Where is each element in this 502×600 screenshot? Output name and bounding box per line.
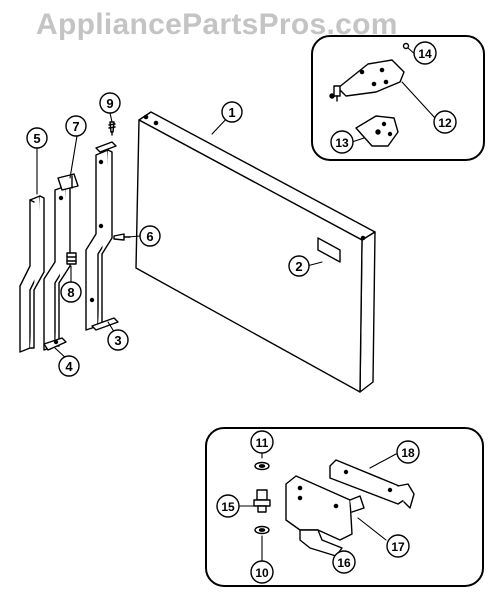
hinge-strip-3 xyxy=(85,141,119,331)
door-panel xyxy=(135,111,376,393)
svg-text:12: 12 xyxy=(438,116,452,130)
clip-8 xyxy=(66,252,77,265)
callout-13: 13 xyxy=(330,130,354,154)
callout-7: 7 xyxy=(65,115,87,137)
callout-1: 1 xyxy=(221,101,243,123)
svg-text:17: 17 xyxy=(391,540,405,554)
callout-15: 15 xyxy=(216,494,240,518)
screw-9 xyxy=(108,121,116,136)
svg-text:2: 2 xyxy=(295,259,302,274)
svg-text:3: 3 xyxy=(114,333,121,348)
svg-text:7: 7 xyxy=(72,119,79,134)
svg-text:1: 1 xyxy=(228,105,235,120)
label-plate xyxy=(317,237,341,263)
inset-bottom-hinge xyxy=(205,427,484,587)
callout-4: 4 xyxy=(58,355,80,377)
svg-text:8: 8 xyxy=(67,285,74,300)
callout-17: 17 xyxy=(386,534,410,558)
svg-text:6: 6 xyxy=(146,229,153,244)
svg-text:11: 11 xyxy=(256,436,269,450)
svg-text:15: 15 xyxy=(221,500,235,514)
hinge-strip-4 xyxy=(43,173,79,351)
callout-18: 18 xyxy=(396,440,420,464)
callout-3: 3 xyxy=(107,329,129,351)
callout-14: 14 xyxy=(413,41,437,65)
callout-10: 10 xyxy=(250,560,274,584)
callout-11: 11 xyxy=(250,430,274,454)
callout-16: 16 xyxy=(332,550,356,574)
svg-text:9: 9 xyxy=(106,96,113,111)
callout-9: 9 xyxy=(99,92,121,114)
callout-2: 2 xyxy=(288,255,310,277)
svg-text:13: 13 xyxy=(335,136,349,150)
svg-text:4: 4 xyxy=(65,359,73,374)
svg-text:14: 14 xyxy=(418,47,432,61)
callout-5: 5 xyxy=(26,127,48,149)
handle-trim-5 xyxy=(19,195,45,353)
callout-12: 12 xyxy=(433,110,457,134)
svg-text:5: 5 xyxy=(33,131,40,146)
callout-6: 6 xyxy=(139,225,161,247)
callout-8: 8 xyxy=(60,281,82,303)
svg-text:18: 18 xyxy=(401,446,415,460)
svg-text:10: 10 xyxy=(255,566,269,580)
svg-text:16: 16 xyxy=(337,556,351,570)
